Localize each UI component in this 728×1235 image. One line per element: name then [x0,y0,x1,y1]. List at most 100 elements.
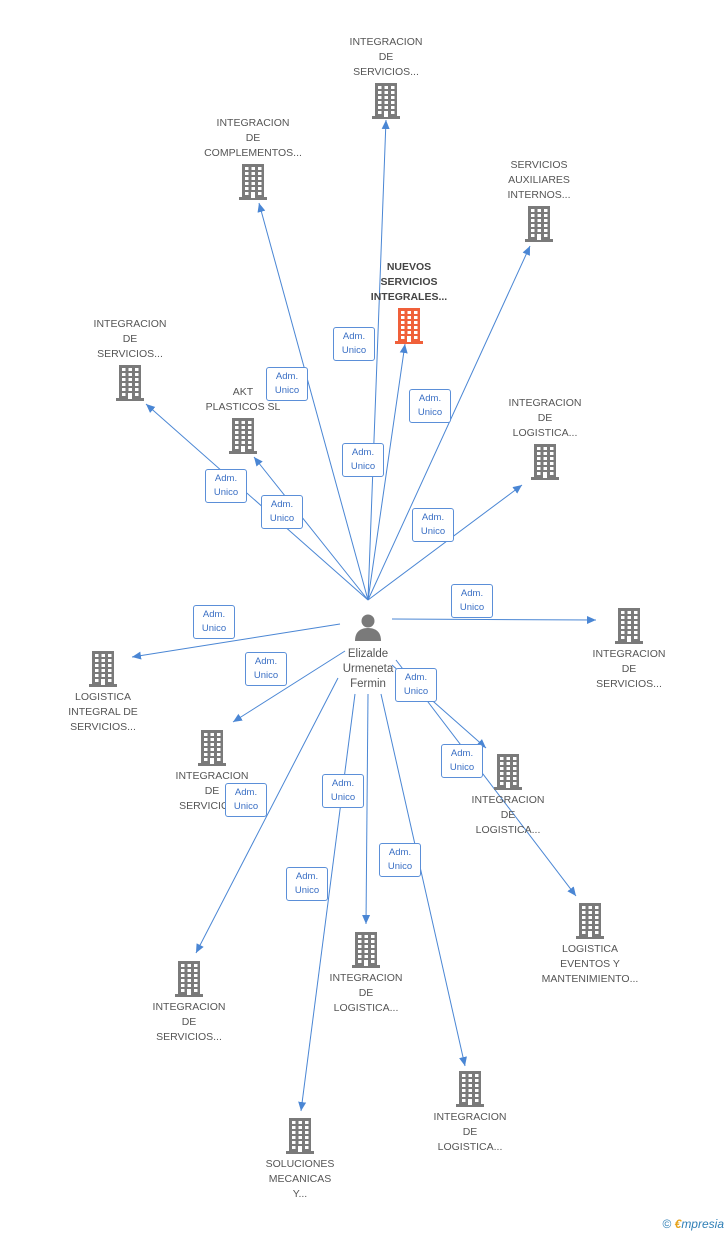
company-label-line-1: INTEGRACION [152,1001,226,1013]
company-label-line-2: DE [462,1126,478,1138]
edge-c6 [253,456,369,601]
role-badge-c10[interactable]: Adm. Unico [245,652,287,686]
role-badge-c15[interactable]: Adm. Unico [379,843,421,877]
edge-c2 [257,202,369,601]
company-label-line-2: DE [537,412,553,424]
role-badge-line-1: Adm. [254,656,278,667]
person-name-line-3: Fermin [350,678,386,690]
building-icon-highlighted [395,308,423,344]
company-label-line-3: LOGISTICA... [333,1002,399,1014]
company-label-line-1: INTEGRACION [93,318,167,330]
role-badge-line-2: Unico [213,487,239,498]
role-badge-c11[interactable]: Adm.Unico [395,668,437,702]
role-badge-line-1: Adm. [351,447,375,458]
role-badge-line-2: Unico [253,670,279,681]
company-label-line-1: LOGISTICA [561,943,618,955]
building-icon [239,164,267,200]
role-badge-line-1: Adm. [421,512,445,523]
role-badge-c8[interactable]: Adm.Unico [451,584,493,618]
role-badge-line-2: Unico [449,762,475,773]
building-icon [229,418,257,454]
role-badge-c4[interactable]: Adm. Unico [333,327,375,361]
company-label-line-2: AUXILIARES [508,174,570,186]
role-badge-c1[interactable]: Adm. Unico [342,443,384,477]
building-icon [531,444,559,480]
company-label-line-1: INTEGRACION [433,1111,507,1123]
role-badge-line-1: Adm. [275,371,299,382]
company-label-line-2: DE [245,132,261,144]
role-badge-line-2: Unico [417,407,443,418]
role-badge-line-1: Adm. [388,847,412,858]
role-badge-line-2: Unico [350,461,376,472]
role-badge-line-2: Unico [201,623,227,634]
person-icon [355,614,381,641]
role-badge-line-1: Adm. [404,672,428,683]
company-label-line-3: MANTENIMIENTO... [541,973,639,985]
company-node-c5[interactable]: INTEGRACION DE SERVICIOS... [65,317,195,401]
edge-c15 [380,693,467,1067]
company-label-line-3: LOGISTICA... [512,427,578,439]
building-icon [175,961,203,997]
building-icon [89,651,117,687]
company-label-line-3: SERVICIOS... [97,348,163,360]
company-node-c7[interactable]: INTEGRACION DE LOGISTICA... [480,396,610,480]
role-badge-line-2: Unico [387,861,413,872]
role-badge-c13[interactable]: Adm.Unico [225,783,267,817]
role-badge-c5[interactable]: Adm.Unico [205,469,247,503]
role-badge-line-2: Unico [341,345,367,356]
role-badge-c12[interactable]: Adm.Unico [441,744,483,778]
role-badge-c3[interactable]: Adm.Unico [409,389,451,423]
company-label-line-1: SOLUCIONES [265,1158,335,1170]
edge-c10 [232,650,346,723]
role-badge-c6[interactable]: Adm.Unico [261,495,303,529]
company-label-line-1: INTEGRACION [471,794,545,806]
company-label-line-3: SERVICIOS... [596,678,662,690]
role-badge-c2[interactable]: Adm.Unico [266,367,308,401]
role-badge-line-1: Adm. [460,588,484,599]
company-label-line-3: COMPLEMENTOS... [204,147,302,159]
role-badge-c9[interactable]: Adm.Unico [193,605,235,639]
center-person-node[interactable]: Elizalde Urmeneta Fermin [313,612,423,692]
copyright-symbol: © [662,1217,672,1231]
role-badge-c7[interactable]: Adm.Unico [412,508,454,542]
building-icon [286,1118,314,1154]
company-label-line-1: NUEVOS [386,261,432,273]
building-icon [352,932,380,968]
person-name-line-1: Elizalde [347,648,389,660]
role-badge-line-2: Unico [269,513,295,524]
company-label-line-2: DE [358,987,374,999]
building-icon [615,608,643,644]
company-label-line-1: LOGISTICA [74,691,131,703]
company-label-line-3: INTEGRALES... [370,291,448,303]
company-label-line-2: DE [122,333,138,345]
edge-c16 [298,693,356,1112]
edge-c14 [362,693,371,925]
person-name-line-2: Urmeneta [342,663,394,675]
role-badge-c14[interactable]: Adm.Unico [322,774,364,808]
role-badge-line-1: Adm. [331,778,355,789]
role-badge-c16[interactable]: Adm.Unico [286,867,328,901]
role-badge-line-1: Adm. [342,331,366,342]
company-label-line-1: INTEGRACION [508,397,582,409]
